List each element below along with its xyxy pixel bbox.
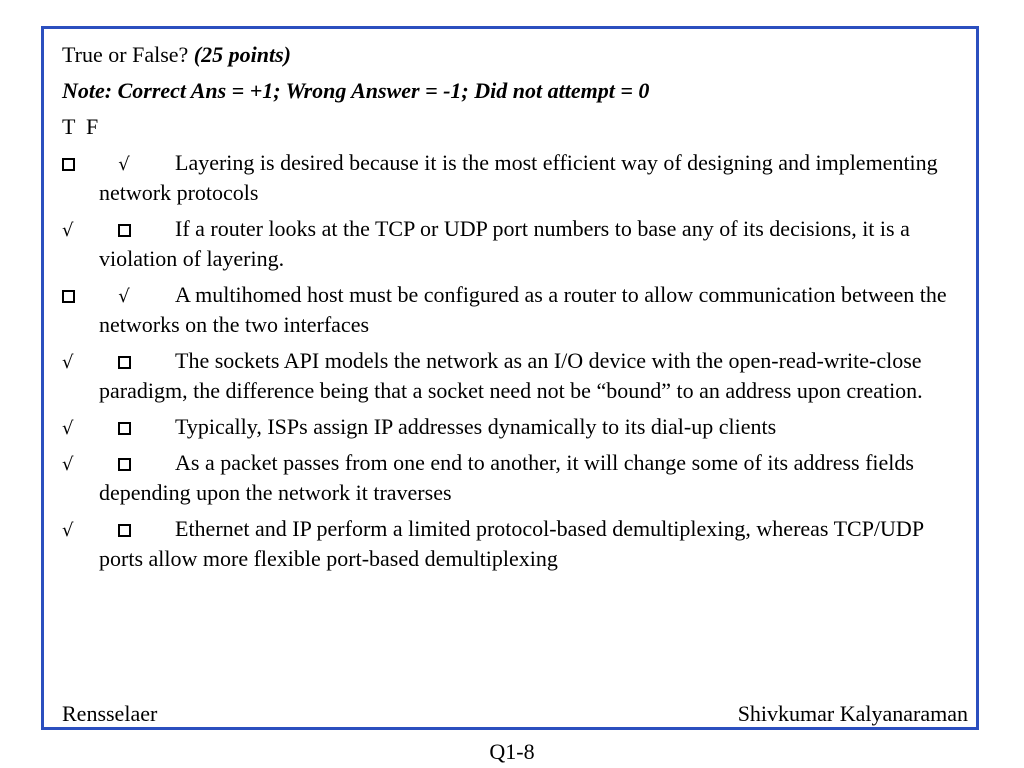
check-mark-icon: √ <box>118 154 130 175</box>
check-mark-icon: √ <box>118 286 130 307</box>
tf-column-header: T F <box>62 114 99 139</box>
question-text: Typically, ISPs assign IP addresses dyna… <box>175 414 777 439</box>
question-row: √ The sockets API models the network as a… <box>62 346 972 406</box>
question-item: √ If a router looks at the TCP or UDP por… <box>62 214 972 274</box>
scoring-note: Note: Correct Ans = +1; Wrong Answer = -… <box>62 78 650 103</box>
page-number: Q1-8 <box>489 739 535 764</box>
false-mark <box>112 448 136 478</box>
true-mark: √ <box>62 514 86 546</box>
false-mark <box>112 214 136 244</box>
question-item: √A multihomed host must be configured as… <box>62 280 972 340</box>
true-mark: √ <box>62 214 86 246</box>
check-mark-icon: √ <box>62 220 74 241</box>
title-line: True or False? (25 points) <box>62 40 972 70</box>
question-item: √ As a packet passes from one end to anot… <box>62 448 972 508</box>
slide-content: True or False? (25 points) Note: Correct… <box>62 40 972 580</box>
question-item: √ Typically, ISPs assign IP addresses dyn… <box>62 412 972 442</box>
question-row: √A multihomed host must be configured as… <box>62 280 972 340</box>
slide-frame <box>41 26 979 730</box>
empty-box-icon <box>117 356 131 369</box>
footer-institution: Rensselaer <box>62 701 158 726</box>
false-mark: √ <box>112 280 136 312</box>
false-mark <box>112 514 136 544</box>
question-text: As a packet passes from one end to anoth… <box>99 450 914 505</box>
points-text: (25 points) <box>193 42 291 67</box>
true-mark: √ <box>62 346 86 378</box>
question-item: √ The sockets API models the network as a… <box>62 346 972 406</box>
true-mark: √ <box>62 412 86 444</box>
true-mark <box>62 148 86 178</box>
question-text: The sockets API models the network as an… <box>99 348 923 403</box>
question-row: √ Ethernet and IP perform a limited proto… <box>62 514 972 574</box>
false-mark <box>112 346 136 376</box>
question-item: √ Ethernet and IP perform a limited proto… <box>62 514 972 574</box>
footer-author: Shivkumar Kalyanaraman <box>737 701 968 726</box>
question-row: √ If a router looks at the TCP or UDP por… <box>62 214 972 274</box>
question-row: √ As a packet passes from one end to anot… <box>62 448 972 508</box>
question-item: √Layering is desired because it is the m… <box>62 148 972 208</box>
question-text: If a router looks at the TCP or UDP port… <box>99 216 910 271</box>
title-text: True or False? <box>62 42 189 67</box>
empty-box-icon <box>117 524 131 537</box>
empty-box-icon <box>62 290 75 303</box>
check-mark-icon: √ <box>62 520 74 541</box>
empty-box-icon <box>62 158 75 171</box>
check-mark-icon: √ <box>62 454 74 475</box>
true-mark <box>62 280 86 310</box>
question-text: Layering is desired because it is the mo… <box>99 150 938 205</box>
question-list: √Layering is desired because it is the m… <box>62 148 972 574</box>
question-row: √Layering is desired because it is the m… <box>62 148 972 208</box>
empty-box-icon <box>117 422 131 435</box>
question-row: √ Typically, ISPs assign IP addresses dyn… <box>62 412 972 442</box>
false-mark: √ <box>112 148 136 180</box>
question-text: Ethernet and IP perform a limited protoc… <box>99 516 924 571</box>
empty-box-icon <box>117 224 131 237</box>
false-mark <box>112 412 136 442</box>
check-mark-icon: √ <box>62 418 74 439</box>
question-text: A multihomed host must be configured as … <box>99 282 947 337</box>
empty-box-icon <box>117 458 131 471</box>
check-mark-icon: √ <box>62 352 74 373</box>
true-mark: √ <box>62 448 86 480</box>
